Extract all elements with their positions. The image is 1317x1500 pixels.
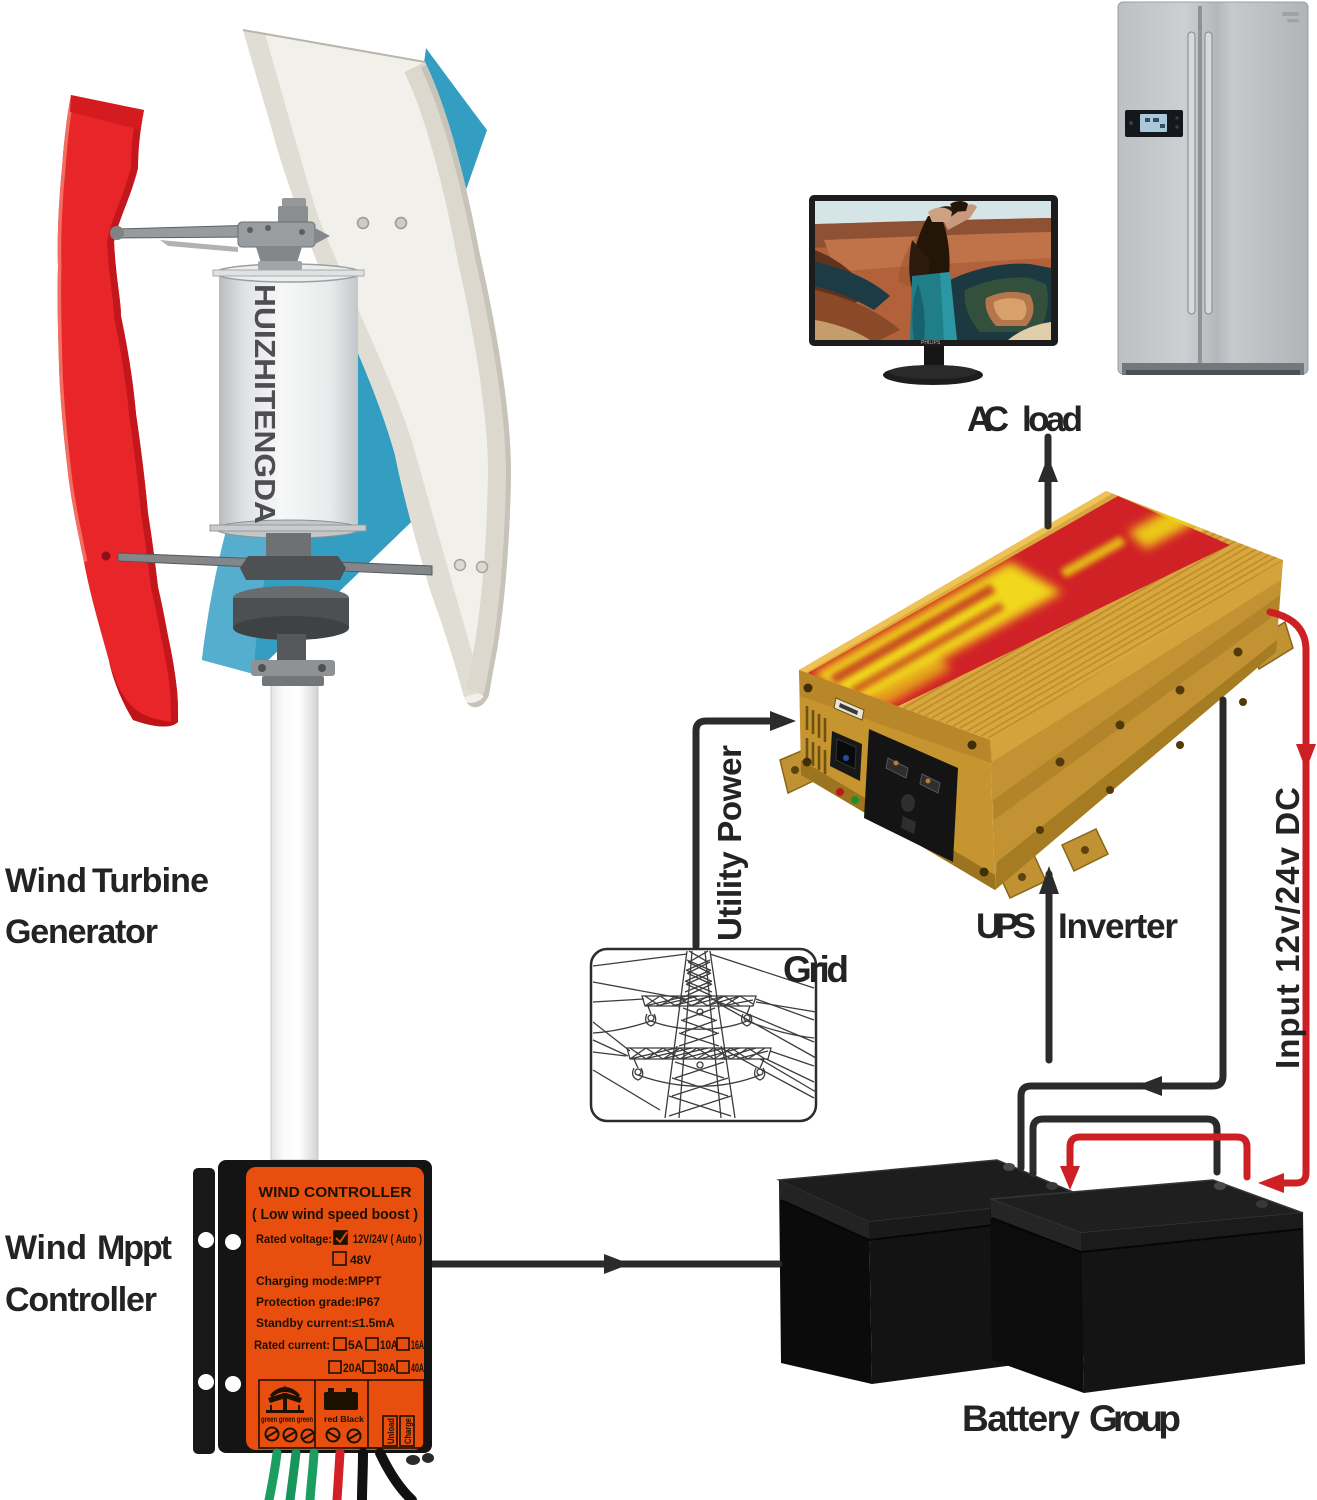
svg-text:30A: 30A — [377, 1361, 396, 1375]
svg-text:Protection grade:IP67: Protection grade:IP67 — [256, 1295, 380, 1309]
svg-text:Standby current:≤1.5mA: Standby current:≤1.5mA — [256, 1316, 395, 1330]
svg-text:40A: 40A — [411, 1361, 424, 1375]
svg-text:20A: 20A — [343, 1361, 362, 1375]
svg-text:( Low wind speed boost ): ( Low wind speed boost ) — [252, 1207, 418, 1223]
svg-text:green green green: green green green — [261, 1414, 313, 1424]
svg-text:WIND CONTROLLER: WIND CONTROLLER — [259, 1185, 413, 1201]
svg-text:16A: 16A — [411, 1338, 424, 1352]
svg-text:Inverter: Inverter — [1058, 907, 1178, 946]
svg-text:12V/24V ( Auto ): 12V/24V ( Auto ) — [353, 1232, 422, 1246]
svg-text:Group: Group — [1089, 1398, 1181, 1439]
svg-text:PHILIPS: PHILIPS — [921, 340, 941, 346]
svg-text:AC: AC — [967, 400, 1009, 439]
svg-text:red Black: red Black — [324, 1414, 364, 1424]
svg-text:48V: 48V — [350, 1253, 371, 1267]
svg-text:Turbine: Turbine — [92, 862, 209, 900]
svg-text:Charging mode:MPPT: Charging mode:MPPT — [256, 1274, 382, 1288]
svg-text:HUIZHITENGDA: HUIZHITENGDA — [248, 284, 280, 524]
svg-text:10A: 10A — [380, 1338, 398, 1352]
svg-text:5A: 5A — [348, 1338, 364, 1352]
svg-text:Grid: Grid — [783, 949, 849, 990]
svg-text:Unload: Unload — [386, 1418, 396, 1444]
svg-text:Rated voltage:: Rated voltage: — [256, 1232, 332, 1246]
svg-text:Battery: Battery — [962, 1398, 1080, 1439]
svg-text:load: load — [1022, 400, 1083, 439]
svg-text:Charge: Charge — [403, 1418, 413, 1444]
svg-text:Input 12v/24v DC: Input 12v/24v DC — [1269, 787, 1306, 1069]
svg-text:Controller: Controller — [5, 1281, 157, 1319]
svg-text:Utility Power: Utility Power — [711, 745, 748, 941]
svg-text:Mppt: Mppt — [97, 1229, 172, 1267]
svg-text:Wind: Wind — [5, 1229, 87, 1267]
svg-text:UPS: UPS — [976, 907, 1036, 946]
svg-text:Generator: Generator — [5, 913, 158, 951]
svg-text:Rated current:: Rated current: — [254, 1338, 330, 1352]
svg-text:Wind: Wind — [5, 862, 87, 900]
